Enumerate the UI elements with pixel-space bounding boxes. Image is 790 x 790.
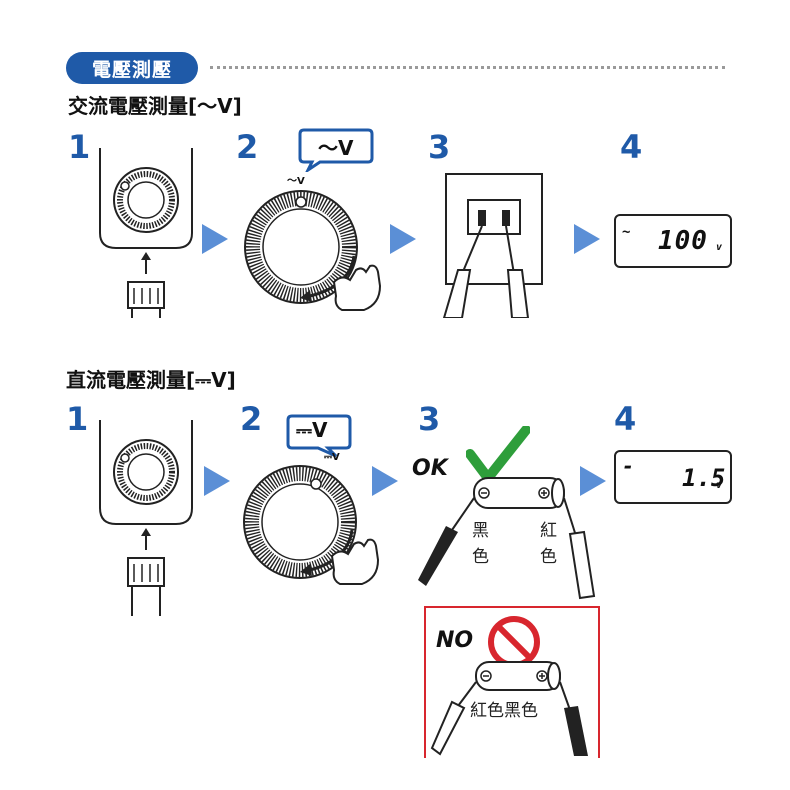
no-battery-probes-illustration	[430, 661, 588, 756]
dc-lcd-display: - 1.5 v	[614, 450, 732, 504]
ac-meter-illustration	[99, 148, 193, 318]
dc-lcd-prefix: -	[622, 454, 635, 478]
dc-arrow-2-3	[372, 466, 398, 496]
ac-dial-label: ～V	[287, 176, 305, 187]
ac-lcd-value: 100	[658, 226, 708, 256]
section-badge: 電壓測壓	[66, 52, 198, 84]
ac-step-3: 3	[428, 128, 451, 166]
dc-step-1: 1	[66, 400, 89, 438]
dc-callout-bubble	[286, 414, 352, 458]
ok-probe-black-label: 黑色	[472, 521, 489, 567]
ac-title-bracket-close: ]	[232, 94, 242, 118]
dc-arrow-1-2	[204, 466, 230, 496]
ac-callout-bubble	[298, 128, 374, 172]
ac-lcd-display: ~ 100 v	[614, 214, 732, 268]
dc-title-bracket-close: ]	[226, 368, 236, 392]
ac-callout-label: ～V	[318, 136, 354, 160]
ac-step-2: 2	[236, 128, 259, 166]
dc-lcd-value: 1.5	[682, 464, 726, 492]
dc-meter-illustration	[99, 420, 193, 616]
ac-arrow-1-2	[202, 224, 228, 254]
dc-lcd-unit: v	[716, 480, 723, 491]
dotted-divider	[210, 66, 725, 69]
no-label: NO	[436, 628, 474, 653]
ok-label: OK	[412, 456, 448, 481]
dc-arrow-3-4	[580, 466, 606, 496]
dc-dial-label: ⎓V	[324, 452, 340, 463]
dc-dial-illustration	[243, 465, 380, 585]
ac-step-4: 4	[620, 128, 643, 166]
no-probe-label: 紅色黑色	[470, 696, 538, 721]
ac-lcd-unit: v	[716, 242, 723, 253]
ac-title-text: 交流電壓測量	[68, 94, 188, 118]
dc-callout-label: ⎓V	[296, 418, 328, 442]
ac-arrow-2-3	[390, 224, 416, 254]
ok-battery-probes-illustration	[418, 477, 596, 600]
dc-title-bracket-open: [	[186, 368, 196, 392]
dc-step-2: 2	[240, 400, 263, 438]
no-example-box	[424, 606, 600, 758]
ac-lcd-prefix: ~	[622, 224, 631, 240]
ac-mode-symbol: ～V	[197, 94, 233, 118]
dc-section-title: 直流電壓測量[⎓V]	[66, 364, 236, 393]
dc-step-3: 3	[418, 400, 441, 438]
ac-arrow-3-4	[574, 224, 600, 254]
ac-title-bracket-open: [	[188, 94, 198, 118]
dc-title-text: 直流電壓測量	[66, 368, 186, 392]
ac-socket-illustration	[442, 173, 543, 318]
ac-dial-illustration	[244, 190, 382, 311]
ac-step-1: 1	[68, 128, 91, 166]
dc-step-4: 4	[614, 400, 637, 438]
dc-mode-symbol: ⎓V	[195, 368, 227, 392]
ac-section-title: 交流電壓測量[～V]	[68, 90, 242, 119]
ok-probe-red-label: 紅色	[540, 521, 557, 567]
